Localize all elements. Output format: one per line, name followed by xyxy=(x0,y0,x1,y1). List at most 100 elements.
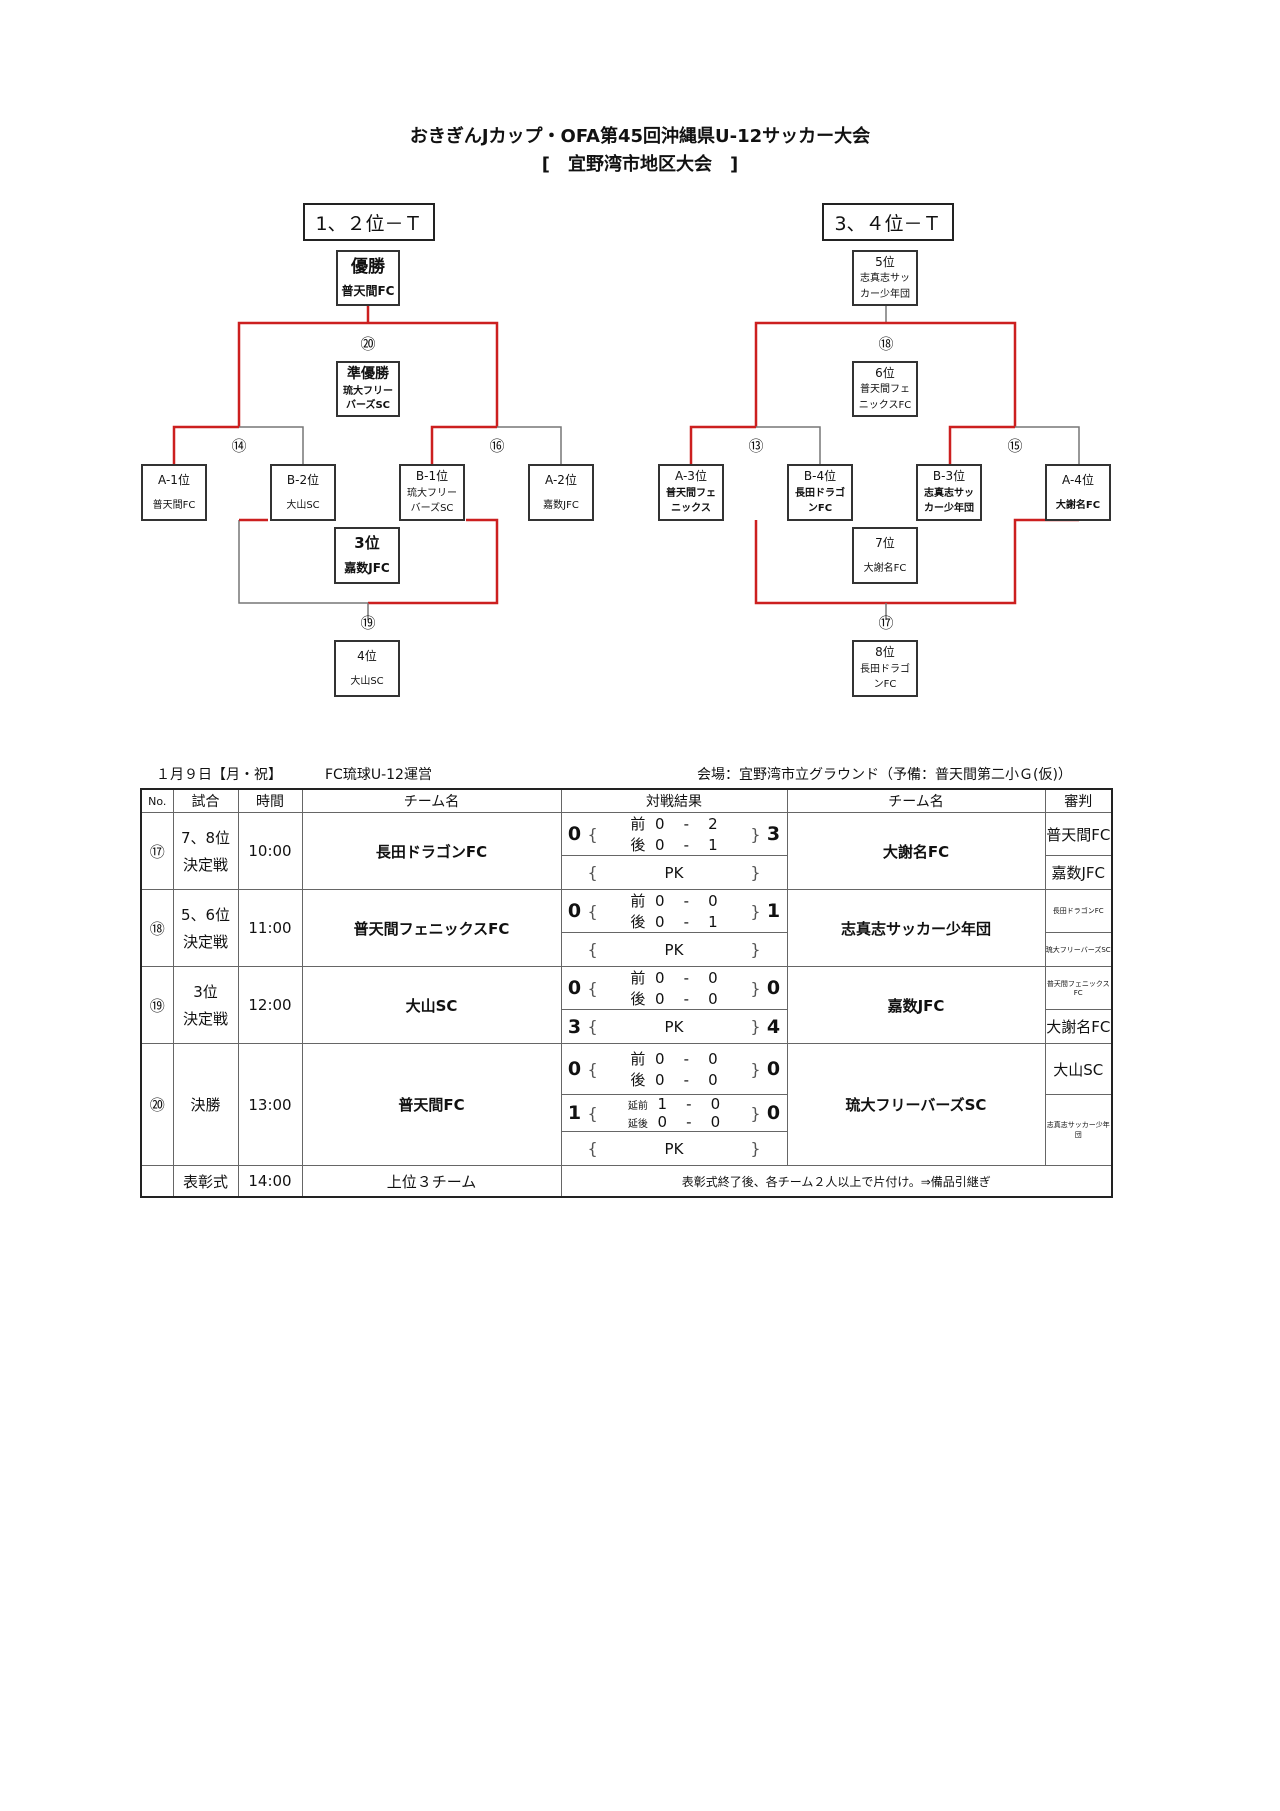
score-b: 1 xyxy=(766,900,781,922)
score-pk: { PK } xyxy=(560,855,788,890)
page-subtitle: [ 宜野湾市地区大会 ] xyxy=(541,154,739,175)
entry-b3: B-3位 志真志サッ カー少年団 xyxy=(916,464,982,521)
referee-1: 普天間フェニックスFC xyxy=(1044,966,1113,1010)
entry-b1: B-1位 琉大フリー バーズSC xyxy=(399,464,465,521)
schedule-header-row: No. 試合 時間 チーム名 対戦結果 チーム名 審判 xyxy=(140,788,1113,813)
sixth-place-box: 6位 普天間フェ ニックスFC xyxy=(852,361,918,417)
brace-right: } xyxy=(750,1059,761,1079)
half-label: 後 xyxy=(630,836,646,854)
table-row-ceremony: 表彰式 14:00 上位３チーム 表彰式終了後、各チーム２人以上で片付け。⇒備品… xyxy=(140,1165,1113,1198)
seventh-place-box: 7位 大謝名FC xyxy=(852,527,918,584)
table-row: ⑱ 5、6位 決定戦 11:00 普天間フェニックスFC 0 { 前 0 - 0… xyxy=(140,889,1113,967)
sixth-title: 6位 xyxy=(875,365,895,380)
brace-right: } xyxy=(750,1139,761,1158)
match-num-14: ⑭ xyxy=(231,437,247,455)
fifth-title: 5位 xyxy=(875,254,895,269)
match-num-16: ⑯ xyxy=(489,437,505,455)
dash: - xyxy=(686,1113,692,1131)
brace-left: { xyxy=(587,824,598,844)
row-match: 7、8位 決定戦 xyxy=(172,812,239,890)
pk-a xyxy=(562,863,588,882)
row-team-a: 普天間FC xyxy=(301,1043,562,1166)
score-a: 0 xyxy=(567,977,582,999)
score-main: 0 { 前 0 - 0 後 0 - 0 } 0 xyxy=(560,966,788,1010)
brace-right: } xyxy=(750,901,761,921)
pk-label: PK xyxy=(664,940,684,959)
table-row-pk: 3 { PK } 4 大謝名FC xyxy=(141,1009,1113,1044)
seventh-title: 7位 xyxy=(875,535,895,550)
runner-up-box: 準優勝 琉大フリー バーズSC xyxy=(336,361,400,417)
table-row-pk: { PK } xyxy=(141,1131,1112,1166)
row-no: ⑱ xyxy=(140,889,174,967)
right-semi-right-win xyxy=(948,425,1015,465)
h2-a: 0 xyxy=(654,1071,665,1089)
row-team-b: 志真志サッカー少年団 xyxy=(786,889,1046,967)
match-line2: 決定戦 xyxy=(182,856,228,874)
entry-a3: A-3位 普天間フェ ニックス xyxy=(658,464,724,521)
brace-left: { xyxy=(587,1059,598,1079)
header-team-a: チーム名 xyxy=(301,788,562,813)
left-third-right xyxy=(368,518,499,605)
runner-up-team-line1: 琉大フリー xyxy=(343,385,393,397)
entry-seed: B-3位 xyxy=(932,469,966,484)
brace-right: } xyxy=(750,940,761,959)
sixth-team-line1: 普天間フェ xyxy=(860,384,910,396)
brace-right: } xyxy=(750,1017,761,1036)
row-team-a: 長田ドラゴンFC xyxy=(301,812,562,890)
ceremony-note: 表彰式終了後、各チーム２人以上で片付け。⇒備品引継ぎ xyxy=(560,1165,1113,1198)
match-line1: 5、6位 xyxy=(180,906,231,924)
half-label: 前 xyxy=(630,815,646,833)
left-final-bracket xyxy=(237,321,499,427)
score-a: 0 xyxy=(567,823,582,845)
entry-seed: B-4位 xyxy=(803,469,837,484)
half-label: 後 xyxy=(630,990,646,1008)
referee-2: 大謝名FC xyxy=(1044,1009,1113,1044)
bracket-lines xyxy=(172,305,1080,620)
left-bracket-label: 1、２位－Ｔ xyxy=(303,203,435,241)
dash: - xyxy=(683,913,689,931)
et1-a: 1 xyxy=(657,1095,667,1113)
fourth-team: 大山SC xyxy=(350,675,384,687)
half-scores: 前 0 - 0 後 0 - 0 xyxy=(598,1048,751,1090)
match-line1: 3位 xyxy=(193,983,218,1001)
score-main: 0 { 前 0 - 2 後 0 - 1 } 3 xyxy=(560,812,788,856)
score-b: 0 xyxy=(766,977,781,999)
left-semi-left-win xyxy=(172,425,239,465)
runner-up-team-line2: バーズSC xyxy=(345,400,391,412)
right-third-left xyxy=(754,520,886,605)
half-label: 前 xyxy=(630,969,646,987)
table-row: ⑲ 3位 決定戦 12:00 大山SC 0 { 前 0 - 0 後 0 - 0 … xyxy=(140,966,1113,1044)
h1-a: 0 xyxy=(654,892,665,910)
organizer: FC琉球U-12運営 xyxy=(325,767,432,783)
match-num-19: ⑲ xyxy=(360,614,376,632)
eighth-team-line1: 長田ドラゴ xyxy=(860,663,910,675)
brace-left: { xyxy=(587,940,598,959)
pk-b: 4 xyxy=(766,1015,781,1038)
eighth-team-line2: ンFC xyxy=(873,679,897,691)
referee-1: 長田ドラゴンFC xyxy=(1044,889,1113,933)
row-time: 10:00 xyxy=(237,812,303,890)
entry-team: 普天間FC xyxy=(152,499,196,511)
entry-seed: A-1位 xyxy=(158,472,190,487)
match-num-20: ⑳ xyxy=(360,335,376,353)
fourth-title: 4位 xyxy=(357,648,377,663)
score-b: 3 xyxy=(766,823,781,845)
h1-b: 0 xyxy=(708,892,718,910)
h2-b: 0 xyxy=(708,990,718,1008)
venue: 会場：宜野湾市立グラウンド（予備：普天間第二小Ｇ(仮)） xyxy=(697,767,1072,783)
pk-label: PK xyxy=(664,1017,684,1036)
entry-team-line1: 志真志サッ xyxy=(924,487,974,499)
score-main: 0 { 前 0 - 0 後 0 - 0 } 0 xyxy=(560,1043,788,1095)
champion-team: 普天間FC xyxy=(341,283,395,298)
ceremony-match: 表彰式 xyxy=(172,1165,239,1198)
match-num-17: ⑰ xyxy=(878,614,894,632)
right-bracket-label: 3、４位－Ｔ xyxy=(822,203,954,241)
pk-a xyxy=(562,1139,588,1158)
match-line2: 決定戦 xyxy=(182,1010,228,1028)
header-match: 試合 xyxy=(172,788,239,813)
dash: - xyxy=(683,990,689,1008)
table-row-final: ⑳ 決勝 13:00 普天間FC 0 { 前 0 - 0 後 0 - 0 } 0… xyxy=(140,1043,1113,1166)
h1-a: 0 xyxy=(654,815,665,833)
score-pk: { PK } xyxy=(560,932,788,967)
seventh-team: 大謝名FC xyxy=(863,562,907,574)
